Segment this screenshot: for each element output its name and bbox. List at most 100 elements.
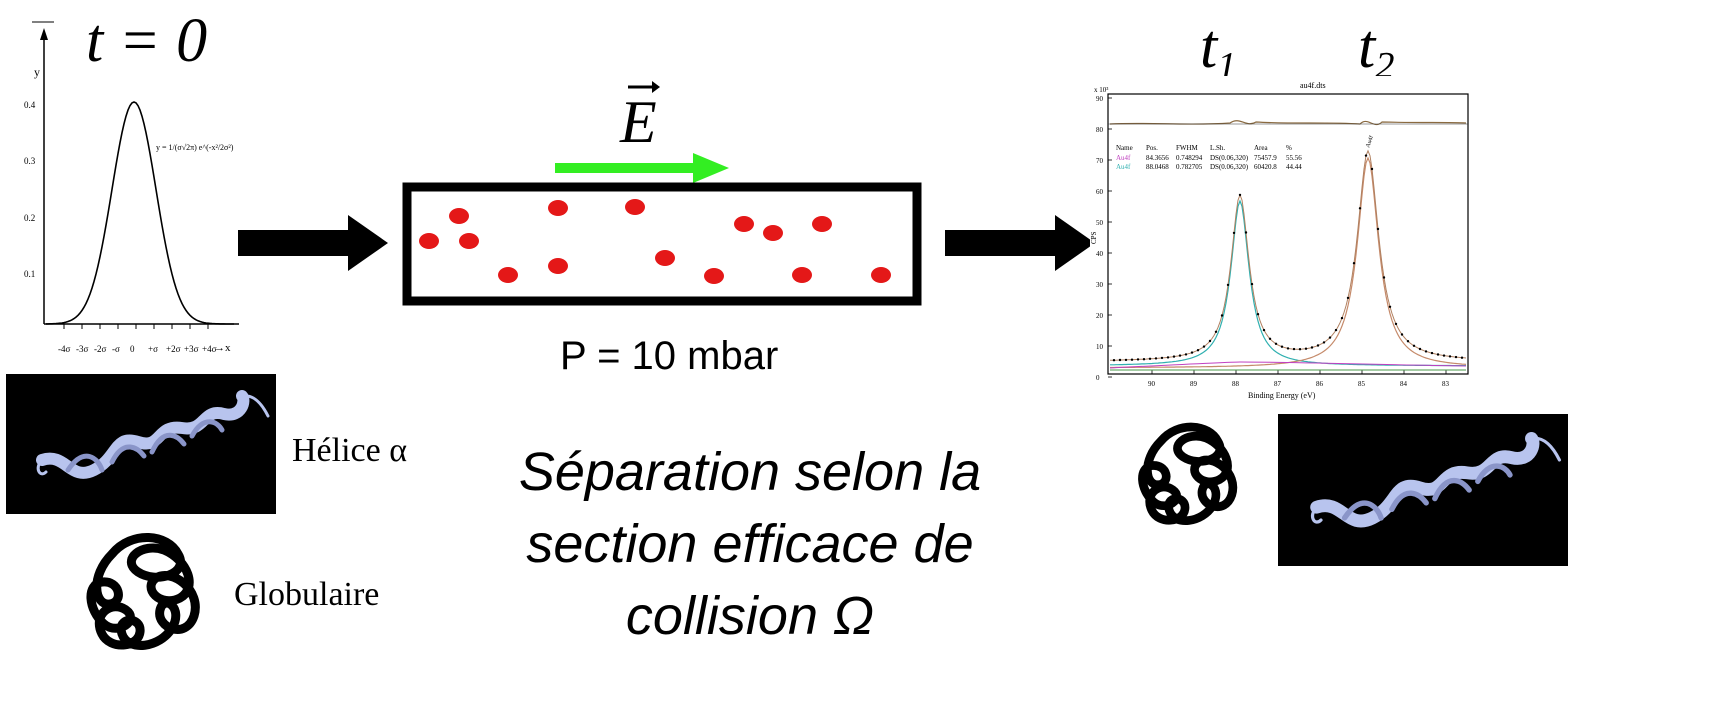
spectrum-ytick-label: 60 [1096,188,1104,196]
ion-particle [548,258,568,274]
data-points [1112,154,1464,362]
data-point [1238,193,1242,197]
table-cell: Au4f [1116,154,1131,162]
data-point [1316,344,1320,347]
data-point [1142,358,1146,361]
helix-image-right [1278,414,1568,566]
data-point [1214,330,1218,333]
table-header: Pos. [1146,144,1158,152]
ion-particle [419,233,439,249]
data-point [1160,356,1164,360]
table-cell: DS(0.06,320) [1210,163,1249,171]
gaussian-ytick-label: 0.1 [24,269,35,279]
helix-image [6,374,276,514]
data-point [1256,313,1260,316]
gaussian-curve [46,101,234,325]
spectrum-ytick-label: 30 [1096,281,1104,289]
spectrum-ytick-label: 20 [1096,312,1104,320]
ion-particle [763,225,783,241]
arrow-to-spectrum [945,215,1095,271]
drift-tube [402,182,922,306]
data-point [1364,154,1368,157]
pressure-label: P = 10 mbar [560,334,779,378]
spectrum-xtick-label: 89 [1190,380,1198,388]
globule-icon-right [1138,422,1238,525]
data-point [1178,354,1182,357]
data-point [1202,345,1206,348]
data-point [1292,347,1296,351]
data-point [1328,336,1332,339]
data-point [1298,348,1302,351]
data-point [1430,351,1434,355]
data-point [1262,328,1266,332]
ion-particle [734,216,754,232]
gaussian-xtick-label: +σ [148,344,158,354]
helix-ribbon-icon [1310,432,1562,528]
y-axis-arrowhead [40,28,48,40]
table-cell: 60420.8 [1254,163,1277,171]
table-cell: 75457.9 [1254,154,1277,162]
gaussian-xtick-label: +3σ [184,344,199,354]
t0-label: t = 0 [86,7,208,75]
data-point [1220,314,1224,317]
table-header: % [1286,144,1292,152]
globule-icon [86,533,200,650]
data-point [1148,357,1152,360]
t1-label: t1 [1200,13,1237,87]
data-point [1232,231,1236,235]
ion-particle [498,267,518,283]
gaussian-formula: y = 1/(σ√2π) e^(-x²/2σ²) [156,143,234,152]
data-point [1418,347,1422,351]
gaussian-xtick-label: +2σ [166,344,181,354]
spectrum-xtick-label: 84 [1400,380,1408,388]
table-cell: 84.3656 [1146,154,1169,162]
spectrum-xtick-label: 83 [1442,380,1450,388]
data-point [1382,276,1386,279]
data-point [1448,355,1452,358]
ion-particles [419,199,891,284]
spectrum-xtick-label: 88 [1232,380,1240,388]
spectrum-xlabel: Binding Energy (eV) [1248,391,1316,400]
data-point [1280,345,1284,348]
data-point [1412,344,1416,347]
data-point [1208,339,1212,343]
gaussian-y-axis-label: y [34,65,40,79]
arrow-to-tube [238,215,388,271]
data-point [1424,350,1428,353]
gaussian-ytick-label: 0.2 [24,213,35,223]
data-point [1130,358,1134,361]
gaussian-xtick-label: -4σ [58,344,70,354]
spectrum-xtick-label: 90 [1148,380,1156,388]
data-point [1274,342,1278,345]
field-arrow [555,153,729,183]
data-point [1118,358,1122,362]
spectrum-frame [1107,93,1469,375]
data-point [1124,358,1128,362]
data-point [1358,207,1362,210]
table-cell: 44.44 [1286,163,1302,171]
t2-label: t2 [1358,13,1395,87]
spectrum-ylabel: CPS [1090,231,1098,244]
gaussian-y-ticks: 0.4 0.3 0.2 0.1 [24,100,36,279]
ion-particle [704,268,724,284]
data-point [1436,353,1440,356]
separation-caption: Séparation selon la section efficace de … [440,436,1060,652]
field-label: E [620,81,660,152]
table-cell: DS(0.06,320) [1210,154,1249,162]
data-point [1376,227,1380,231]
data-point [1304,347,1308,350]
spectrum-ytick-label: 90 [1096,95,1104,103]
data-point [1166,356,1170,359]
gaussian-xtick-label: -σ [112,344,120,354]
data-point [1340,316,1344,320]
ion-particle [459,233,479,249]
data-point [1268,337,1272,340]
data-point [1346,296,1350,300]
gaussian-xtick-label: -3σ [76,344,88,354]
gaussian-xtick-label: 0 [130,344,135,354]
baseline-1 [1109,361,1467,369]
data-point [1460,356,1464,359]
data-point [1190,351,1194,354]
